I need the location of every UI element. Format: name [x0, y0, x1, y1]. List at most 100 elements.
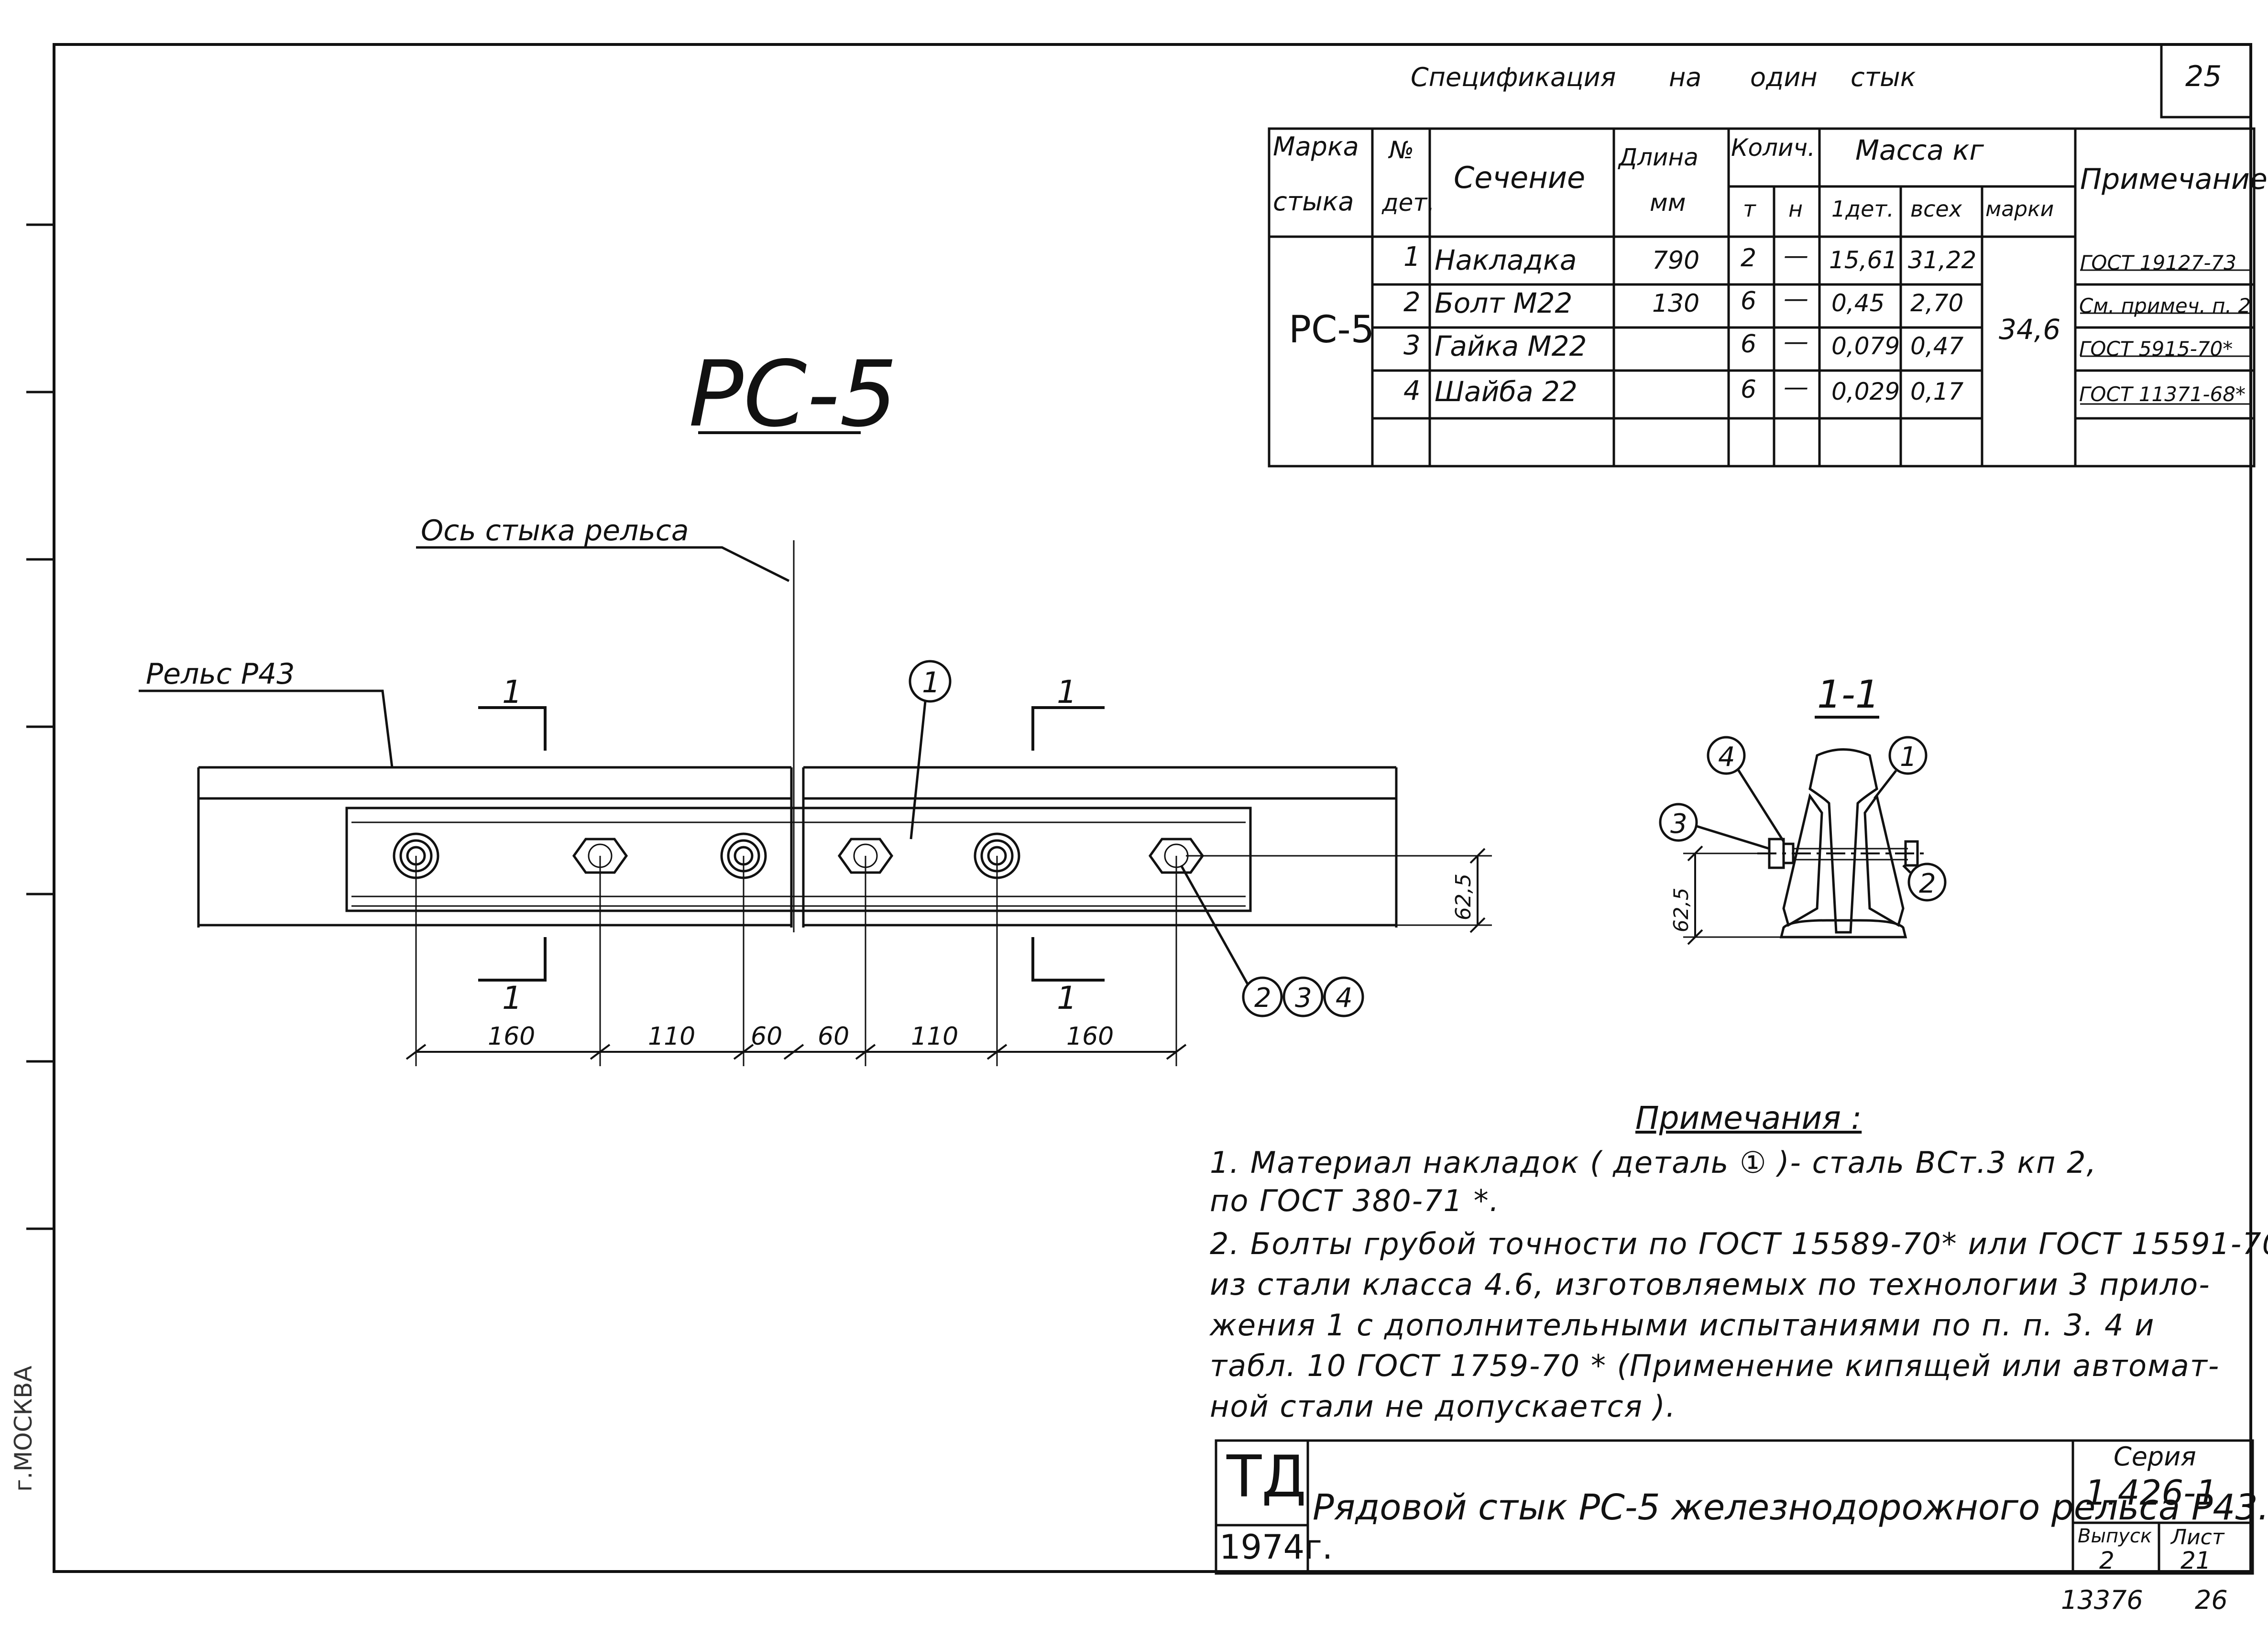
sheet-label: Лист — [2171, 1525, 2224, 1550]
footer-code: 13376 — [2061, 1585, 2143, 1615]
issue-label: Выпуск — [2078, 1525, 2152, 1547]
row-mass-one: 0,079 — [1831, 332, 1900, 360]
row-mass-one: 0,029 — [1831, 378, 1900, 405]
notes-heading: Примечания : — [1635, 1100, 1862, 1136]
note-line: по ГОСТ 380-71 *. — [1210, 1183, 1500, 1218]
row-num: 4 — [1403, 375, 1421, 406]
row-note: ГОСТ 11371-68* — [2079, 382, 2246, 406]
title-block-grid — [1215, 1439, 2254, 1575]
section-view: 1-1 4 3 1 2 62,5 — [1659, 672, 1947, 945]
row-section: Гайка М22 — [1435, 330, 1587, 362]
cut-mark-bottom-right: 1 — [1057, 980, 1077, 1016]
dim-60-left: 60 — [751, 1022, 782, 1051]
mark-mass: 34,6 — [1999, 313, 2061, 346]
drawing-title: РС-5 — [689, 341, 898, 447]
section-title: 1-1 — [1817, 672, 1880, 717]
section-dimension: 62,5 — [1669, 887, 1693, 932]
mark-value: РС-5 — [1289, 308, 1375, 351]
height-dimension: 62,5 — [1451, 874, 1476, 920]
year: 1974г. — [1219, 1528, 1333, 1567]
row-note: См. примеч. п. 2 — [2079, 294, 2251, 317]
row-mass-all: 31,22 — [1908, 246, 1977, 274]
cut-mark-bottom-left: 1 — [502, 980, 522, 1016]
dim-60-right: 60 — [818, 1022, 849, 1051]
header-qty-t: т — [1743, 196, 1756, 222]
header-length-1: Длина — [1619, 143, 1698, 171]
cut-mark-top-right: 1 — [1057, 674, 1077, 710]
header-mass: Масса кг — [1855, 134, 1984, 166]
row-section: Болт М22 — [1435, 287, 1573, 319]
dim-110-left: 110 — [648, 1022, 695, 1051]
row-num: 3 — [1403, 330, 1421, 361]
callout-3: 3 — [1295, 983, 1312, 1014]
callout-4: 4 — [1336, 983, 1353, 1014]
row-qty-t: 6 — [1741, 330, 1757, 359]
row-mass-one: 0,45 — [1831, 289, 1885, 317]
row-num: 1 — [1403, 241, 1421, 273]
callout-2: 2 — [1254, 983, 1271, 1014]
row-qty-t: 6 — [1741, 375, 1757, 404]
section-callout-3: 3 — [1670, 808, 1687, 840]
note-line: ной стали не допускается ). — [1210, 1389, 1676, 1424]
rail-label: Рельс Р43 — [146, 657, 295, 691]
cut-mark-top-left: 1 — [502, 674, 522, 710]
row-mass-all: 0,17 — [1910, 378, 1964, 405]
header-mass-mark: марки — [1985, 197, 2054, 221]
header-num-2: дет. — [1382, 189, 1435, 217]
note-line: жения 1 с дополнительными испытаниями по… — [1210, 1308, 2155, 1343]
footer-page: 26 — [2195, 1585, 2228, 1615]
row-length: 790 — [1652, 246, 1700, 275]
row-qty-t: 2 — [1741, 244, 1757, 273]
axis-label: Ось стыка рельса — [421, 514, 689, 547]
row-qty-n: — — [1784, 284, 1808, 313]
spec-title-word: один — [1750, 62, 1818, 92]
sheet-value: 21 — [2180, 1547, 2211, 1574]
sheet-number: 25 — [2185, 60, 2222, 93]
series-label: Серия — [2114, 1441, 2196, 1472]
header-mark-1: Марка — [1273, 131, 1359, 162]
row-num: 2 — [1403, 287, 1421, 318]
note-line: 1. Материал накладок ( деталь ① )- сталь… — [1210, 1145, 2097, 1180]
row-qty-n: — — [1784, 241, 1808, 270]
callout-1: 1 — [922, 666, 940, 699]
row-qty-t: 6 — [1741, 287, 1757, 316]
dim-160-left: 160 — [488, 1022, 535, 1051]
logo-td: ТД — [1227, 1444, 1307, 1510]
header-qty-n: н — [1788, 196, 1803, 222]
header-qty: Колич. — [1731, 134, 1815, 162]
dim-110-right: 110 — [911, 1022, 958, 1051]
row-length: 130 — [1652, 289, 1700, 318]
header-mass-one: 1дет. — [1831, 196, 1894, 222]
row-mass-one: 15,61 — [1829, 246, 1898, 274]
row-mass-all: 0,47 — [1910, 332, 1964, 360]
row-note: ГОСТ 19127-73 — [2080, 251, 2236, 274]
header-section: Сечение — [1454, 160, 1586, 195]
row-section: Шайба 22 — [1435, 375, 1578, 408]
dim-160-right: 160 — [1066, 1022, 1114, 1051]
note-line: табл. 10 ГОСТ 1759-70 * (Применение кипя… — [1210, 1348, 2220, 1383]
section-callout-4: 4 — [1718, 742, 1735, 773]
issue-value: 2 — [2099, 1547, 2115, 1574]
row-mass-all: 2,70 — [1910, 289, 1964, 317]
header-num-1: № — [1389, 136, 1414, 164]
spec-table-grid — [1268, 127, 2256, 468]
header-length-2: мм — [1650, 189, 1686, 217]
drawing-name: Рядовой стык РС-5 железнодорожного рельс… — [1313, 1487, 2268, 1528]
note-line: 2. Болты грубой точности по ГОСТ 15589-7… — [1210, 1226, 2268, 1261]
row-section: Накладка — [1435, 244, 1577, 276]
header-mark-2: стыка — [1273, 186, 1354, 217]
header-note: Примечание — [2080, 163, 2268, 196]
sheet-number-box — [2160, 45, 2252, 119]
row-qty-n: — — [1784, 373, 1808, 402]
spec-title-word: Спецификация — [1411, 62, 1616, 92]
margin-ticks — [26, 223, 53, 1230]
note-line: из стали класса 4.6, изготовляемых по те… — [1210, 1267, 2211, 1302]
section-callout-1: 1 — [1900, 742, 1917, 773]
row-note: ГОСТ 5915-70* — [2079, 337, 2233, 360]
section-callout-2: 2 — [1919, 868, 1936, 899]
spec-title-word: стык — [1851, 62, 1916, 92]
sheet-frame — [53, 43, 2252, 1573]
header-mass-all: всех — [1910, 196, 1962, 222]
series-value: 1.426-1 — [2085, 1473, 2218, 1513]
